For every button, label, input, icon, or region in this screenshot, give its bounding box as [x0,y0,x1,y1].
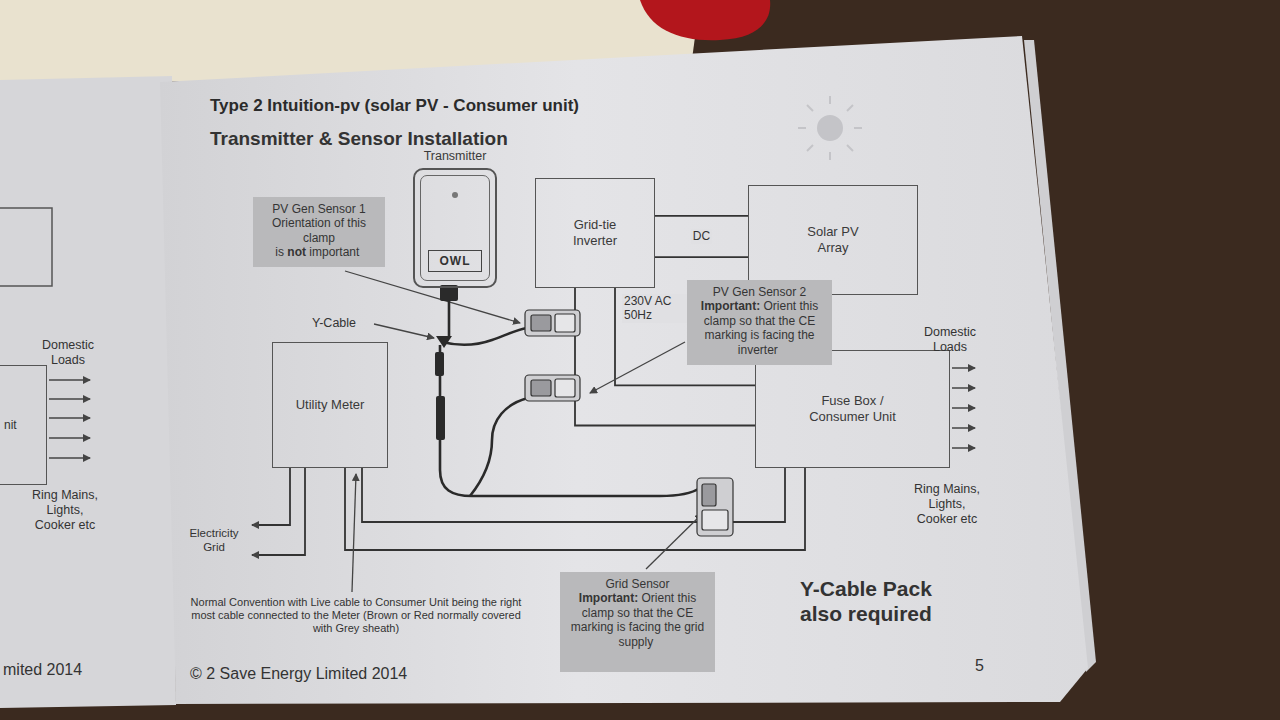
pv-gen-sensor-2-clamp [525,375,580,401]
box-label: Fuse Box / Consumer Unit [792,393,914,426]
grid-label: Electricity Grid [184,527,244,555]
sensor-callout: PV Gen Sensor 2Important:Orient this cla… [687,280,832,365]
edge-label: DC [691,229,712,243]
box-label: Utility Meter [296,397,365,413]
cut-off-box: nit [0,365,47,485]
sun-icon [798,96,862,160]
left-page [0,76,176,708]
copyright: © 2 Save Energy Limited 2014 [190,664,490,683]
note-text: Y-Cable Pack also required [800,576,968,626]
callout-body: important [309,245,359,259]
wire-connector [655,216,748,257]
meter-box: Utility Meter [272,342,388,468]
callout-body: Important: [579,591,638,605]
load-arrows [49,368,975,458]
box-label: Solar PV Array [797,224,869,257]
inverter-box: Grid-tie Inverter [535,178,655,288]
callout-body: Important: [701,299,760,313]
box-content: Grid-tie Inverter [559,217,631,250]
left-page-box [0,208,52,286]
box-label: nit [4,418,17,432]
device-heading: Transmitter [385,149,525,163]
box-content: Fuse Box / Consumer Unit [792,393,914,426]
grid-sensor-clamp [697,478,733,536]
box-content: Utility Meter [296,397,365,413]
load-label: Ring Mains, Lights, Cooker etc [28,488,102,533]
transmitter-box: TransmitterOWL [413,168,497,288]
callout-text: PV Gen Sensor 2Important:Orient this cla… [693,285,826,357]
wire-connector [345,468,805,550]
page-number: 5 [975,656,995,675]
sensor-callout: PV Gen Sensor 1Orientation of this clamp… [253,197,385,267]
leader-lines [345,271,702,592]
right-page [160,36,1088,704]
status-led [452,192,458,198]
copyright: mited 2014 [3,660,123,679]
sensor-callout: Grid SensorImportant:Orient this clamp s… [560,572,715,672]
y-cable [435,285,458,440]
consumer-unit-box: Fuse Box / Consumer Unit [755,350,950,468]
load-label: Ring Mains, Lights, Cooker etc [910,482,984,527]
callout-heading: Grid Sensor [566,577,709,591]
red-object [640,0,770,40]
callout-text: Grid SensorImportant:Orient this clamp s… [566,577,709,649]
part-label: Y-Cable [312,316,374,331]
brand-logo: OWL [428,250,482,272]
grid-wires [252,468,305,555]
callout-body: not [287,245,306,259]
box-content: Solar PV Array [797,224,869,257]
sensor-cables [440,300,700,496]
edge-label: 230V AC 50Hz [622,294,688,323]
load-label: Domestic Loads [912,325,988,355]
load-label: Domestic Loads [30,338,106,368]
page-subtitle: Transmitter & Sensor Installation [210,128,690,151]
callout-heading: PV Gen Sensor 1 [259,202,379,216]
callout-heading: PV Gen Sensor 2 [693,285,826,299]
solar-array-box: Solar PV Array [748,185,918,295]
note-text: Normal Convention with Live cable to Con… [180,596,532,636]
box-label: Grid-tie Inverter [559,217,631,250]
pv-gen-sensor-1-clamp [525,310,580,336]
page-title: Type 2 Intuition-pv (solar PV - Consumer… [210,96,730,116]
callout-text: PV Gen Sensor 1Orientation of this clamp… [259,202,379,260]
